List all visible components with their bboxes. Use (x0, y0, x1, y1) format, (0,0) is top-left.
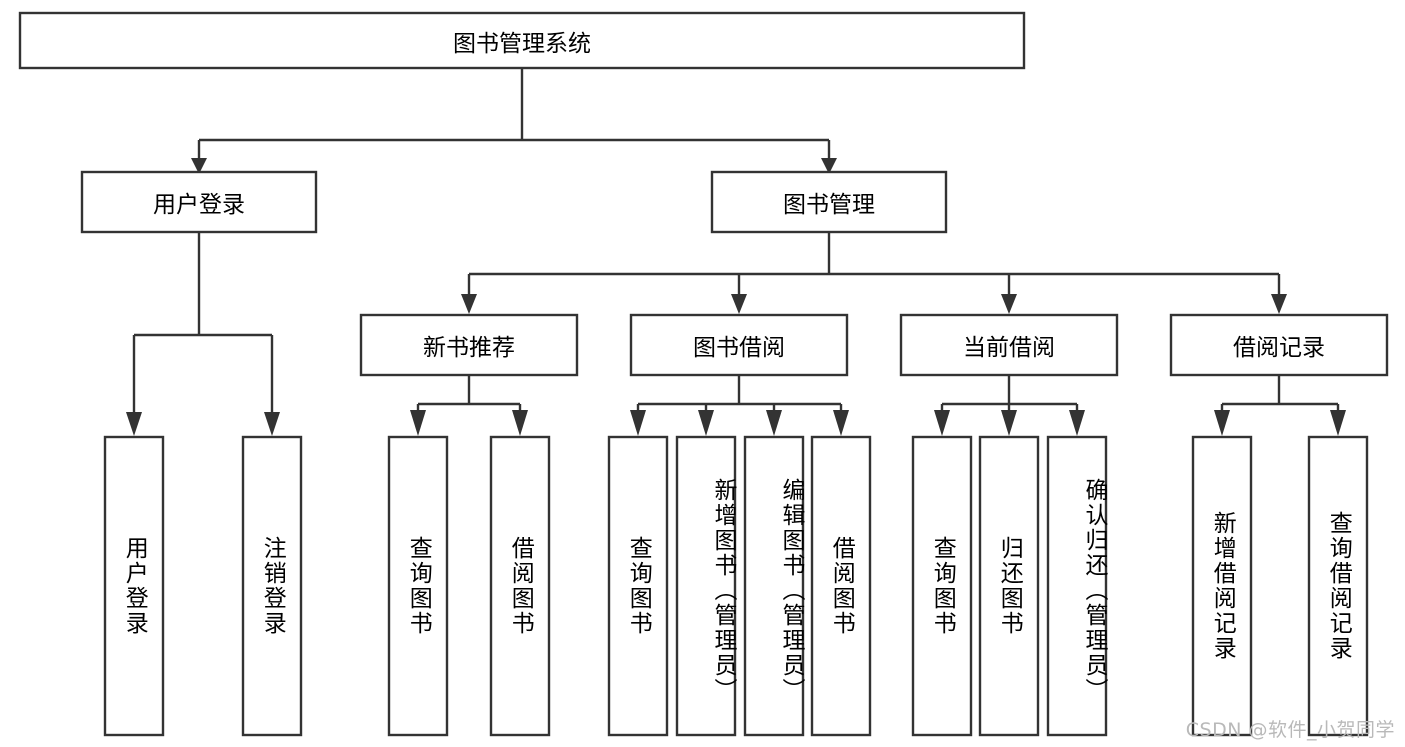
node-box-new-book-recommend[interactable] (359, 313, 579, 377)
arrow-leaf-confirm-return (1069, 410, 1085, 436)
arrow-leaf-edit-book (766, 410, 782, 436)
arrow-leaf-borrow-book-2 (833, 410, 849, 436)
node-box-leaf-user-logout[interactable] (241, 435, 303, 737)
arrow-leaf-query-record (1330, 410, 1346, 436)
edge-group-book-management (461, 232, 1287, 314)
edge-group-current-borrow (934, 375, 1085, 436)
edge-group-new-book-recommend (410, 375, 528, 436)
node-box-current-borrow[interactable] (899, 313, 1119, 377)
edge-group-book-borrow (630, 375, 849, 436)
node-box-leaf-query-book-2[interactable] (607, 435, 669, 737)
arrow-to-current-borrow (1001, 294, 1017, 314)
arrow-leaf-user-logout (264, 412, 280, 436)
arrow-leaf-borrow-book-1 (512, 410, 528, 436)
arrow-leaf-user-login (126, 412, 142, 436)
node-box-leaf-borrow-book-2[interactable] (810, 435, 872, 737)
node-box-book-management[interactable] (710, 170, 948, 234)
node-box-leaf-query-book-3[interactable] (911, 435, 973, 737)
node-box-title[interactable] (18, 11, 1026, 70)
node-box-leaf-edit-book[interactable] (743, 435, 805, 737)
arrow-leaf-add-record (1214, 410, 1230, 436)
edge-group-user-login (126, 232, 280, 436)
node-box-leaf-add-book[interactable] (675, 435, 737, 737)
node-box-user-login[interactable] (80, 170, 318, 234)
arrow-to-new-book-recommend (461, 294, 477, 314)
node-box-leaf-query-book-1[interactable] (387, 435, 449, 737)
node-box-leaf-confirm-return[interactable] (1046, 435, 1108, 737)
arrow-leaf-add-book (698, 410, 714, 436)
node-box-borrow-record[interactable] (1169, 313, 1389, 377)
node-box-leaf-query-record[interactable] (1307, 435, 1369, 737)
arrow-leaf-query-book-3 (934, 410, 950, 436)
node-box-leaf-user-login[interactable] (103, 435, 165, 737)
edge-group-borrow-record (1214, 375, 1346, 436)
node-box-book-borrow[interactable] (629, 313, 849, 377)
node-box-leaf-return-book[interactable] (978, 435, 1040, 737)
edge-group-root (191, 68, 837, 174)
arrow-to-user-login (191, 158, 207, 174)
watermark-text: CSDN @软件_小贺同学 (1185, 719, 1395, 741)
arrow-to-book-management (821, 158, 837, 174)
arrow-leaf-query-book-2 (630, 410, 646, 436)
arrow-leaf-return-book (1001, 410, 1017, 436)
node-box-leaf-borrow-book-1[interactable] (489, 435, 551, 737)
arrow-leaf-query-book-1 (410, 410, 426, 436)
arrow-to-borrow-record (1271, 294, 1287, 314)
node-box-leaf-add-record[interactable] (1191, 435, 1253, 737)
arrow-to-book-borrow (731, 294, 747, 314)
